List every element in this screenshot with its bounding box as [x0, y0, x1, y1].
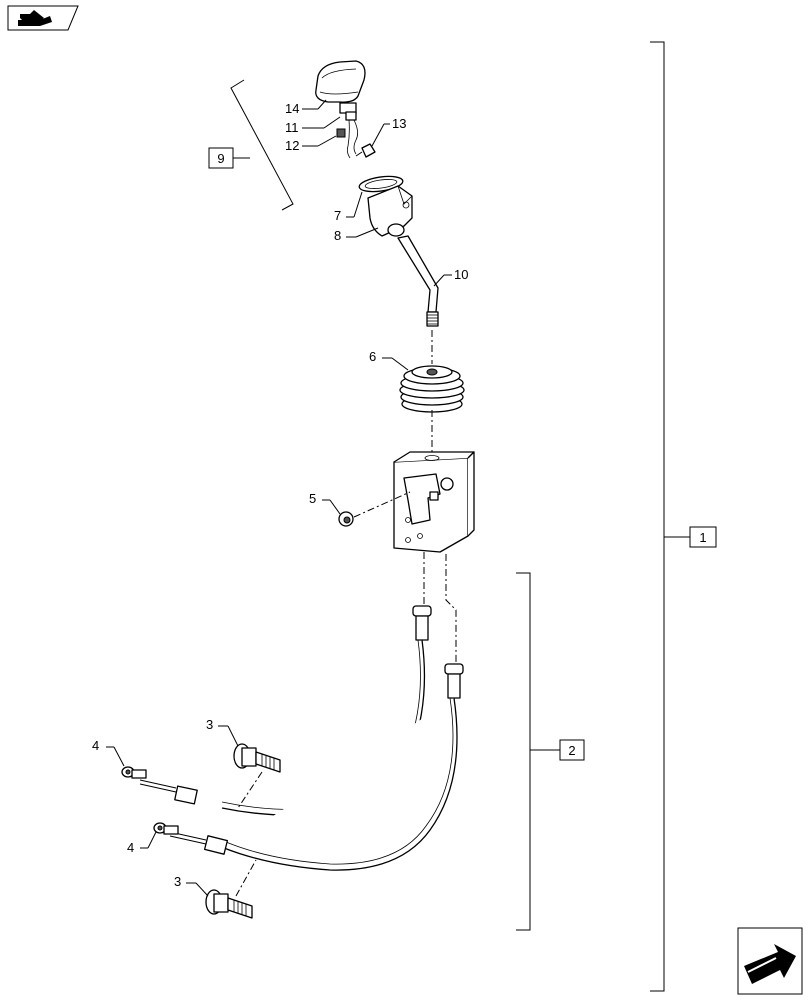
- switch-part: [339, 102, 358, 159]
- bracket-1: [650, 41, 665, 992]
- callout-4a: 4: [92, 738, 99, 753]
- callout-1: 1: [699, 530, 706, 545]
- book-arrow-icon[interactable]: [7, 5, 79, 31]
- callout-box-9[interactable]: [208, 147, 234, 169]
- callout-box-2[interactable]: [559, 739, 585, 761]
- callout-3b: 3: [174, 874, 181, 889]
- callout-3a: 3: [206, 717, 213, 732]
- callout-7: 7: [334, 208, 341, 223]
- connector-part: [355, 143, 376, 158]
- callout-4b: 4: [127, 840, 134, 855]
- lever-housing-part: [393, 451, 475, 553]
- clevis-end-lower-part: [153, 822, 179, 835]
- callout-10: 10: [454, 267, 468, 282]
- bulkhead-fitting-lower-part: [205, 889, 253, 919]
- callout-6: 6: [369, 349, 376, 364]
- callout-2: 2: [568, 743, 575, 758]
- clevis-end-upper-part: [121, 766, 147, 779]
- callout-14: 14: [285, 101, 299, 116]
- bracket-9: [230, 79, 294, 211]
- control-cable-2-part: [169, 663, 464, 871]
- callout-8: 8: [334, 228, 341, 243]
- callout-11: 11: [285, 120, 299, 135]
- clip-part: [336, 128, 346, 138]
- next-page-arrow-icon[interactable]: [737, 927, 803, 995]
- callout-13: 13: [392, 116, 406, 131]
- bracket-2: [516, 572, 531, 931]
- callout-9: 9: [217, 151, 224, 166]
- rubber-boot-part: [399, 365, 465, 413]
- callout-12: 12: [285, 138, 299, 153]
- rod-part: [397, 235, 439, 327]
- callout-5: 5: [309, 491, 316, 506]
- screw-part: [338, 511, 354, 527]
- callout-box-1[interactable]: [689, 526, 717, 548]
- bulkhead-fitting-upper-part: [233, 743, 281, 773]
- knob-cap-part: [315, 60, 366, 103]
- lever-handle-part: [367, 185, 413, 237]
